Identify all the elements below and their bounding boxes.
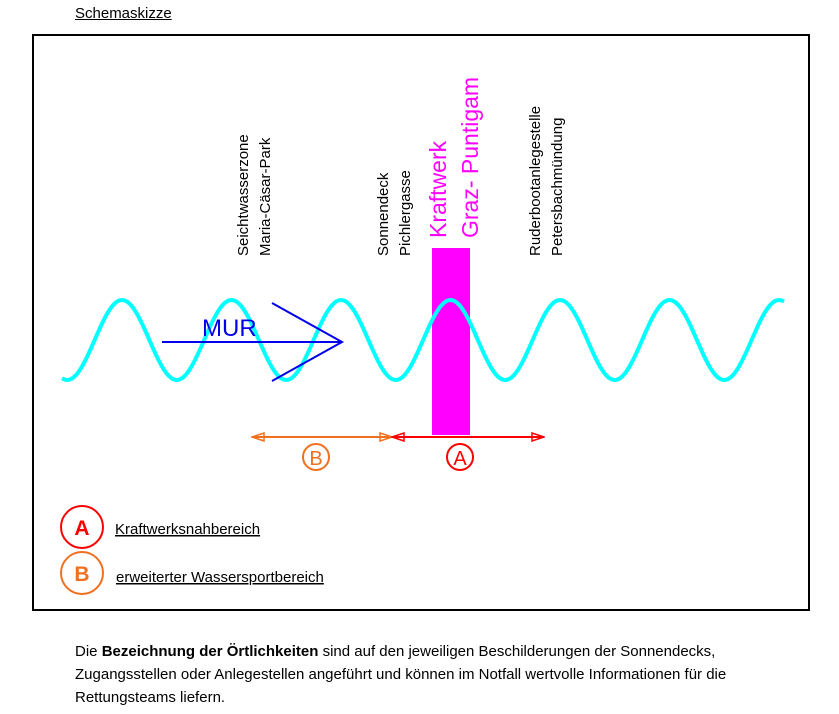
info-paragraph: Die Bezeichnung der Örtlichkeiten sind a…: [75, 640, 815, 709]
zone-b-marker: [302, 443, 330, 471]
legend-b-circle: [60, 551, 104, 595]
legend-a-letter: A: [74, 517, 89, 540]
zone-b-marker-letter: B: [309, 448, 322, 470]
location-label: Petersbachmündung: [549, 118, 566, 256]
river-label: MUR: [202, 315, 257, 342]
diagram-title: Schemaskizze: [75, 5, 172, 22]
legend-a-label: Kraftwerksnahbereich: [115, 521, 260, 538]
river-wave: [61, 297, 785, 383]
location-label: Seichtwasserzone: [235, 134, 252, 256]
flow-arrow-head: [271, 302, 345, 382]
plant-label: Kraftwerk: [425, 140, 451, 238]
legend-a-circle: [60, 505, 104, 549]
location-label: Ruderbootanlegestelle: [527, 106, 544, 256]
power-plant-bar: [432, 248, 470, 435]
diagram-frame: [32, 34, 810, 611]
location-label: Pichlergasse: [397, 170, 414, 256]
legend-b-letter: B: [74, 563, 89, 586]
paragraph-text: Die: [75, 643, 102, 660]
zone-a-marker-letter: A: [453, 448, 467, 470]
location-label: Maria-Cäsar-Park: [257, 137, 274, 256]
location-label: Sonnendeck: [375, 172, 392, 256]
zone-a-marker: [446, 443, 474, 471]
plant-label: Graz- Puntigam: [457, 77, 483, 238]
legend-b-label: erweiterter Wassersportbereich: [116, 569, 324, 586]
paragraph-bold: Bezeichnung der Örtlichkeiten: [101, 643, 319, 660]
paragraph-text: sind auf den jeweiligen Beschilderungen …: [75, 643, 727, 706]
